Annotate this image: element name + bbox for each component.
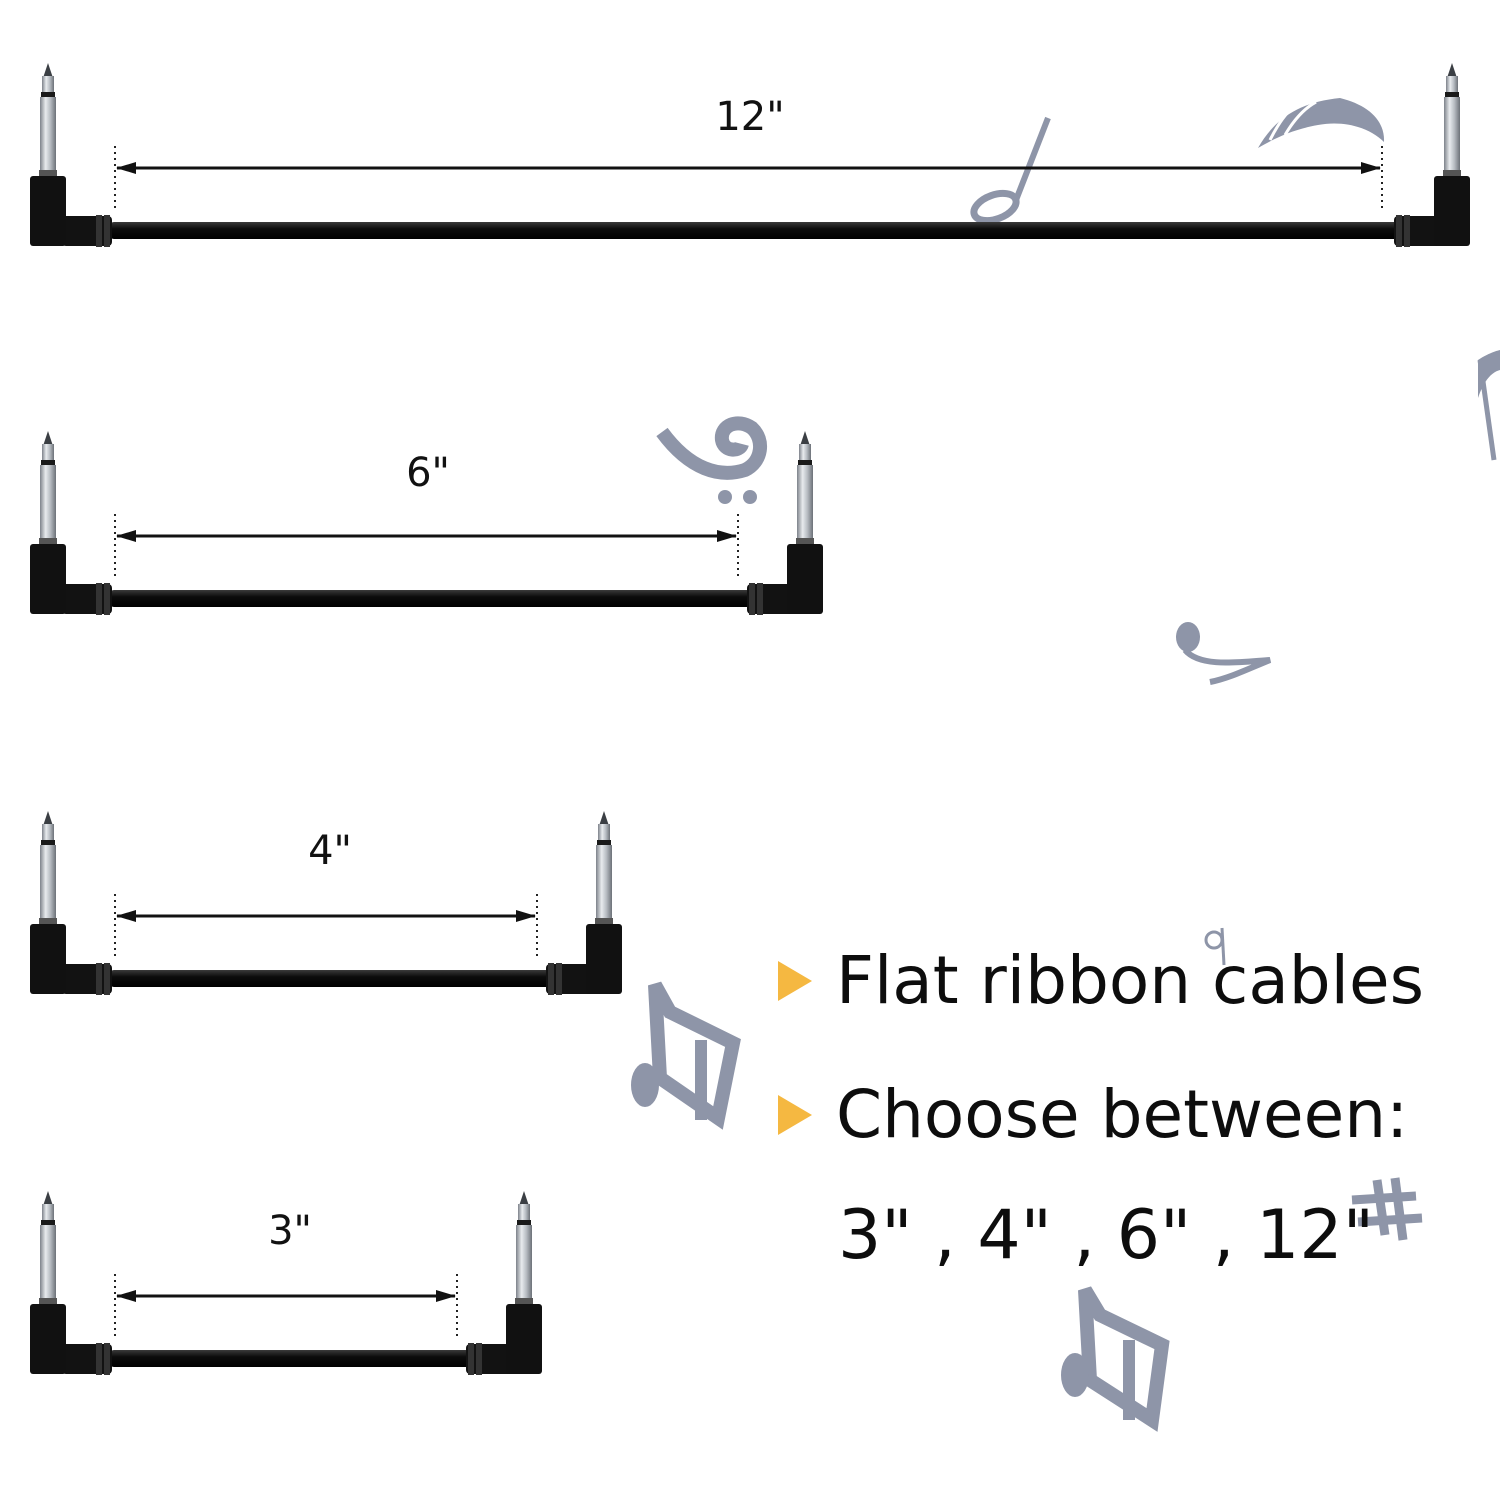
eighth-note-icon bbox=[1477, 350, 1500, 461]
plug-icon bbox=[30, 431, 66, 614]
patch-cable: 3" bbox=[30, 1191, 542, 1375]
feature-text: Choose between: bbox=[836, 1076, 1409, 1153]
small-note-icon bbox=[1204, 927, 1226, 966]
feature-text: Flat ribbon cables bbox=[836, 942, 1425, 1019]
plug-icon bbox=[30, 1191, 66, 1374]
cable-body bbox=[110, 970, 596, 987]
feature-choose-between: Choose between: bbox=[778, 1076, 1408, 1153]
length-label: 6" bbox=[406, 450, 450, 496]
beamed-note-icon bbox=[1061, 1286, 1170, 1432]
music-notes-decoration bbox=[631, 98, 1500, 1432]
plug-icon bbox=[30, 811, 66, 994]
cable-body bbox=[110, 1350, 516, 1367]
flag-note-icon bbox=[1258, 98, 1385, 148]
sharp-icon bbox=[1351, 1177, 1423, 1241]
cables-group: 12" 6" 4" 3" bbox=[30, 63, 1470, 1375]
quarter-note-icon bbox=[970, 116, 1051, 225]
plug-icon bbox=[30, 63, 66, 246]
bullet-icon bbox=[778, 960, 812, 1001]
cable-body bbox=[110, 590, 797, 607]
plug-icon bbox=[586, 811, 622, 994]
patch-cable: 4" bbox=[30, 811, 622, 995]
available-sizes: 3" , 4" , 6" , 12" bbox=[838, 1196, 1374, 1275]
cable-body bbox=[110, 222, 1444, 239]
plug-icon bbox=[506, 1191, 542, 1374]
patch-cable: 12" bbox=[30, 63, 1470, 247]
patch-cable: 6" bbox=[30, 431, 823, 615]
beamed-note-icon bbox=[631, 981, 741, 1130]
bass-clef-icon bbox=[656, 416, 767, 504]
length-label: 3" bbox=[268, 1208, 312, 1254]
bullet-icon bbox=[778, 1094, 812, 1135]
eighth-note-icon bbox=[1176, 622, 1272, 685]
length-label: 4" bbox=[308, 828, 352, 874]
plug-icon bbox=[787, 431, 823, 614]
feature-flat-ribbon: Flat ribbon cables bbox=[778, 942, 1424, 1019]
plug-icon bbox=[1434, 63, 1470, 246]
length-label: 12" bbox=[715, 94, 784, 140]
